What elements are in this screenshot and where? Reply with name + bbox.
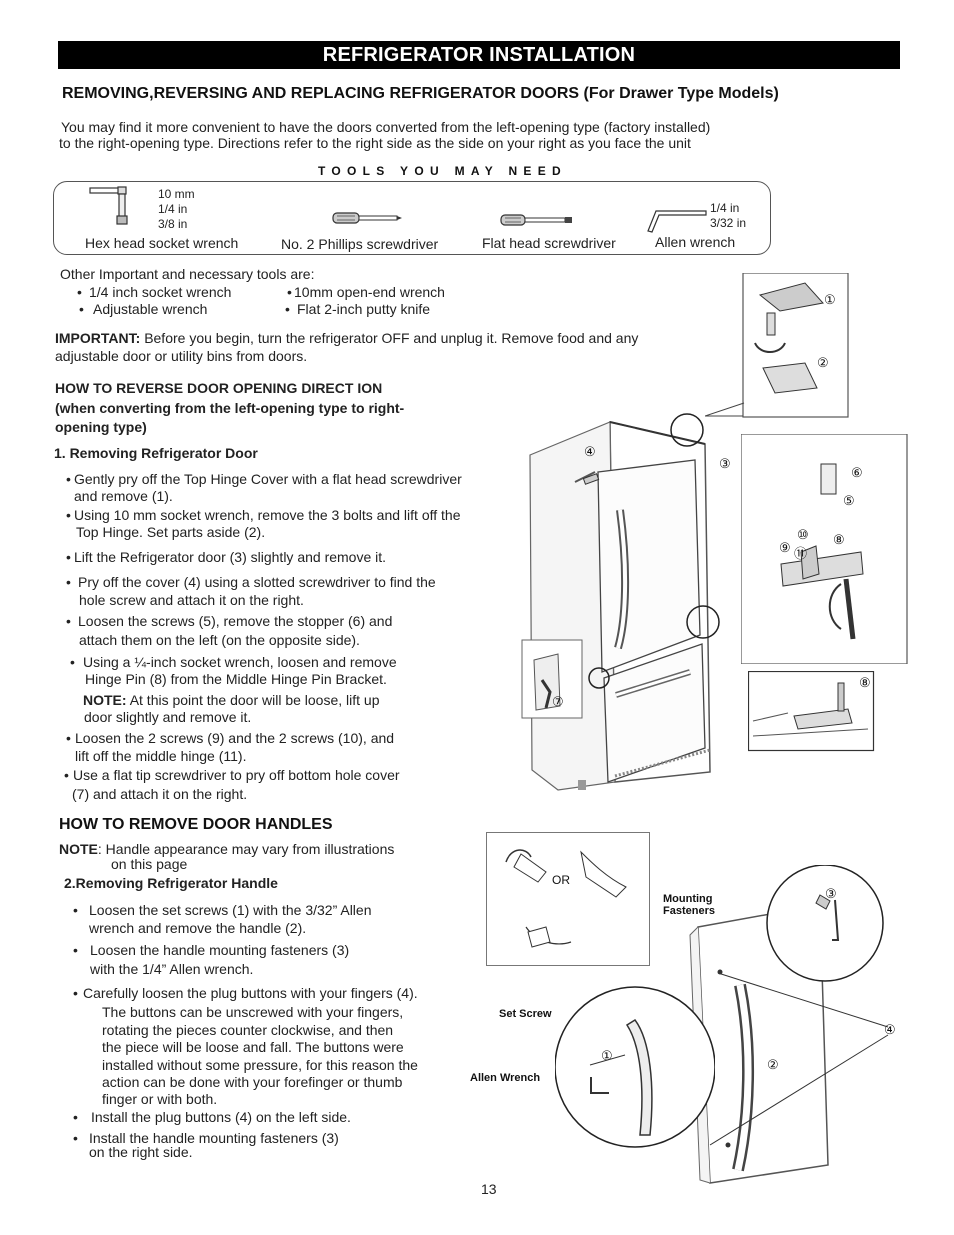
callout-9: ⑨ [779, 540, 791, 555]
mounting-label-line: Fasteners [663, 905, 715, 917]
mounting-label-line: Mounting [663, 893, 713, 905]
refrigerator-illustration [520, 410, 750, 795]
set-screw-label: Set Screw [499, 1008, 552, 1020]
callout-1b: ① [601, 1048, 613, 1063]
page-number: 13 [481, 1181, 497, 1197]
allen-wrench-icon [644, 205, 708, 235]
reverse-heading-line-2: (when converting from the left-opening t… [55, 400, 405, 416]
tool-sizes-socket: 10 mm 1/4 in 3/8 in [158, 187, 195, 232]
step2-bullet: •Carefully loosen the plug buttons with … [73, 985, 418, 1001]
step1-note-cont: door slightly and remove it. [84, 709, 252, 725]
callout-4: ④ [584, 444, 596, 459]
step2-bullet-cont: rotating the pieces counter clockwise, a… [102, 1022, 394, 1038]
step1-bullet-cont: Hinge Pin (8) from the Middle Hinge Pin … [85, 671, 387, 687]
tools-header: TOOLS YOU MAY NEED [318, 164, 567, 178]
step2-bullet-cont: with the 1/4” Allen wrench. [90, 961, 254, 977]
step2-bullet-cont: on the right side. [89, 1144, 193, 1160]
tool-name-socket: Hex head socket wrench [85, 235, 239, 251]
tool-name-phillips: No. 2 Phillips screwdriver [281, 236, 439, 252]
step1-bullet: •Using 10 mm socket wrench, remove the 3… [66, 507, 461, 523]
door-handle-illustration [680, 865, 905, 1185]
tool-name-flat: Flat head screwdriver [482, 235, 616, 251]
step1-bullet: •Gently pry off the Top Hinge Cover with… [66, 471, 462, 487]
top-hinge-detail [705, 273, 850, 418]
callout-1: ① [824, 292, 836, 307]
section-subtitle: REMOVING,REVERSING AND REPLACING REFRIGE… [62, 85, 779, 102]
intro-line-2: to the right-opening type. Directions re… [59, 135, 691, 151]
tool-size: 1/4 in [710, 201, 740, 215]
handles-note-cont: on this page [111, 856, 188, 872]
intro-line-1: You may find it more convenient to have … [61, 119, 711, 135]
step1-bullet: •Using a ¼-inch socket wrench, loosen an… [70, 654, 397, 670]
step1-bullet: •Use a flat tip screwdriver to pry off b… [64, 767, 400, 783]
step2-bullet: •Loosen the handle mounting fasteners (3… [73, 942, 350, 958]
phillips-screwdriver-icon [332, 210, 404, 226]
tool-sizes-allen: 1/4 in 3/32 in [710, 201, 746, 231]
step1-bullet-cont: hole screw and attach it on the right. [79, 592, 304, 608]
important-notice: IMPORTANT: Before you begin, turn the re… [55, 330, 639, 346]
tool-name-allen: Allen wrench [655, 234, 736, 250]
step1-bullet-cont: attach them on the left (on the opposite… [79, 632, 360, 648]
step2-bullet-cont: action can be done with your forefinger … [102, 1074, 403, 1090]
step2-bullet-cont: finger or with both. [102, 1091, 218, 1107]
handle-zoom-detail [555, 985, 715, 1150]
reverse-heading-line-3: opening type) [55, 419, 147, 435]
callout-8b: ⑧ [859, 675, 871, 690]
page-banner-title: REFRIGERATOR INSTALLATION [58, 41, 900, 69]
callout-7: ⑦ [552, 694, 564, 709]
step1-bullet: •Lift the Refrigerator door (3) slightly… [66, 549, 387, 565]
callout-2b: ② [767, 1057, 779, 1072]
allen-wrench-label: Allen Wrench [470, 1072, 541, 1084]
step1-note: NOTE: At this point the door will be loo… [83, 692, 380, 708]
hinge-pin-detail [748, 671, 875, 752]
step2-bullet: •Install the handle mounting fasteners (… [73, 1130, 339, 1146]
socket-wrench-icon [88, 185, 152, 229]
reverse-heading-line-1: HOW TO REVERSE DOOR OPENING DIRECT ION [55, 380, 383, 396]
other-tool-item: •Flat 2-inch putty knife [285, 301, 431, 317]
step2-bullet-cont: wrench and remove the handle (2). [89, 920, 307, 936]
callout-3: ③ [719, 456, 731, 471]
step1-title: 1. Removing Refrigerator Door [54, 445, 258, 461]
flat-screwdriver-icon [500, 213, 574, 227]
or-label: OR [552, 873, 570, 887]
step1-bullet-cont: (7) and attach it on the right. [72, 786, 248, 802]
other-tool-item: •1/4 inch socket wrench [77, 284, 232, 300]
step2-bullet-cont: the piece will be loose and fall. The bu… [102, 1039, 404, 1055]
step2-bullet: •Loosen the set screws (1) with the 3/32… [73, 902, 372, 918]
step1-bullet: •Loosen the 2 screws (9) and the 2 screw… [66, 730, 395, 746]
other-tool-item: •Adjustable wrench [79, 301, 208, 317]
middle-hinge-detail [741, 434, 908, 664]
callout-8: ⑧ [833, 532, 845, 547]
step1-bullet-cont: lift off the middle hinge (11). [75, 748, 247, 764]
handles-note: NOTE: Handle appearance may vary from il… [59, 841, 395, 857]
important-notice-line-2: adjustable door or utility bins from doo… [55, 348, 308, 364]
step2-bullet: •Install the plug buttons (4) on the lef… [73, 1109, 351, 1125]
callout-3b: ③ [825, 886, 837, 901]
step1-bullet: •Pry off the cover (4) using a slotted s… [66, 574, 436, 590]
tool-size: 3/8 in [158, 217, 188, 231]
callout-5: ⑤ [843, 493, 855, 508]
tool-size: 3/32 in [710, 216, 747, 230]
tools-box [53, 181, 771, 255]
step2-bullet-cont: The buttons can be unscrewed with your f… [102, 1004, 404, 1020]
callout-6: ⑥ [851, 465, 863, 480]
step2-bullet-cont: installed without some pressure, for thi… [102, 1057, 418, 1073]
step1-bullet-cont: and remove (1). [74, 488, 173, 504]
callout-2: ② [817, 355, 829, 370]
tool-size: 10 mm [158, 187, 195, 201]
tool-size: 1/4 in [158, 202, 188, 216]
callout-11: ⑪ [794, 546, 808, 561]
hand-removal-illustration [486, 832, 651, 967]
callout-4b: ④ [884, 1022, 896, 1037]
step1-bullet-cont: Top Hinge. Set parts aside (2). [76, 524, 266, 540]
other-tool-item: •10mm open-end wrench [287, 284, 445, 300]
step2-title: 2.Removing Refrigerator Handle [64, 875, 278, 891]
callout-10: ⑩ [797, 527, 809, 542]
step1-bullet: •Loosen the screws (5), remove the stopp… [66, 613, 393, 629]
other-tools-label: Other Important and necessary tools are: [60, 266, 315, 282]
handles-heading: HOW TO REMOVE DOOR HANDLES [59, 816, 333, 833]
mounting-fasteners-label: Mounting Fasteners [663, 893, 715, 917]
